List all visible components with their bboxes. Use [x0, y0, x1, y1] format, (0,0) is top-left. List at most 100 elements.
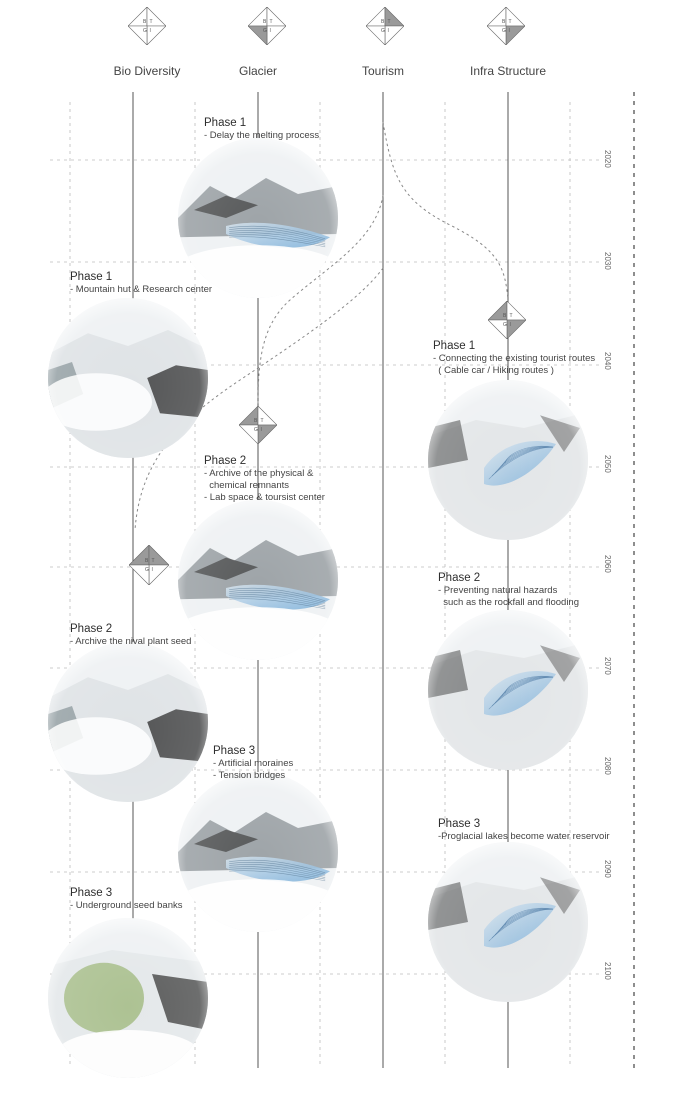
diamond-letter: T — [510, 313, 513, 319]
phase-title: Phase 3 — [438, 818, 481, 830]
diamond-letter: I — [509, 28, 510, 34]
phase-note-glacier-2: Phase 2- Archive of the physical & chemi… — [204, 455, 325, 504]
diamond-letter: I — [261, 427, 262, 433]
phase-description-line: chemical remnants — [204, 480, 290, 491]
phase-note-infra-3: Phase 3-Proglacial lakes become water re… — [438, 818, 610, 843]
diamond-letter: G — [263, 28, 267, 34]
year-label: 2020 — [603, 150, 612, 168]
phase-description-line: - Archive of the physical & — [204, 468, 314, 479]
phase-description-line: - Preventing natural hazards — [438, 585, 558, 596]
phase-description-line: -Proglacial lakes become water reservoir — [438, 831, 610, 842]
diamond-quadrant — [128, 25, 148, 45]
phase-title: Phase 2 — [438, 572, 481, 584]
diamond-letter: T — [261, 418, 264, 424]
phase-description-line: - Tension bridges — [213, 770, 286, 781]
diamond-letter: I — [510, 322, 511, 328]
glacier-phase-3-vignette — [178, 772, 338, 932]
phase-note-infra-2: Phase 2- Preventing natural hazards such… — [438, 572, 579, 609]
diamond-quadrant — [366, 25, 386, 45]
diamond-quadrant — [239, 424, 259, 444]
diamond-letter: B — [143, 19, 147, 25]
bio-phase-1-vignette — [48, 298, 208, 458]
diamond-letter: G — [503, 322, 507, 328]
diamond-letter: T — [509, 19, 512, 25]
phase-note-glacier-1: Phase 1- Delay the melting process — [204, 117, 319, 142]
infra-phase-3-vignette — [428, 842, 588, 1002]
phase-note-bio-2: Phase 2- Archive the nival plant seed — [70, 623, 191, 648]
phase-title: Phase 1 — [70, 271, 113, 283]
diamond-letter: G — [502, 28, 506, 34]
infra-phase-2-vignette — [428, 610, 588, 770]
infra-phase-1-vignette — [428, 380, 588, 540]
year-label: 2070 — [603, 657, 612, 675]
phase-title: Phase 3 — [70, 887, 113, 899]
diamond-letter: B — [145, 558, 149, 564]
diamond-letter: T — [150, 19, 153, 25]
phase-description-line: - Archive the nival plant seed — [70, 636, 192, 647]
diamond-letter: G — [254, 427, 258, 433]
diamond-quadrant — [488, 319, 508, 339]
year-label: 2080 — [603, 757, 612, 775]
phase-note-infra-1: Phase 1- Connecting the existing tourist… — [433, 340, 595, 377]
bio-phase-2-vignette — [48, 642, 208, 802]
bio-phase-3-vignette — [48, 918, 208, 1078]
diamond-letter: I — [388, 28, 389, 34]
diamond-quadrant — [248, 25, 268, 45]
diamond-quadrant — [129, 564, 150, 585]
diamond-letter: B — [503, 313, 507, 319]
glacier-phase-1-vignette — [178, 138, 338, 298]
column-title-infra-structure: Infra Structure — [469, 64, 547, 78]
phase-description-line: - Mountain hut & Research center — [70, 284, 213, 295]
phase-title: Phase 2 — [204, 455, 247, 467]
diamond-letter: I — [270, 28, 271, 34]
phase-description-line: - Underground seed banks — [70, 900, 183, 911]
phase-note-bio-3: Phase 3- Underground seed banks — [70, 887, 183, 912]
year-label: 2050 — [603, 455, 612, 473]
phase-note-bio-1: Phase 1- Mountain hut & Research center — [70, 271, 212, 296]
phase-description-line: - Connecting the existing tourist routes — [433, 353, 596, 364]
diamond-letter: B — [263, 19, 267, 25]
connector-tourism-to-bio — [134, 267, 384, 531]
phase-description-line: - Lab space & toursist center — [204, 492, 325, 503]
diamond-letter: G — [143, 28, 147, 34]
diamond-letter: B — [502, 19, 506, 25]
diamond-letter: T — [270, 19, 273, 25]
diamond-letter: I — [152, 567, 153, 573]
connector-tourism-to-glacier — [257, 194, 384, 406]
phase-description-line: - Delay the melting process — [204, 130, 320, 141]
column-title-tourism: Tourism — [361, 64, 405, 78]
column-title-glacier: Glacier — [238, 64, 278, 78]
year-label: 2090 — [603, 860, 612, 878]
connector-tourism-to-infra — [382, 121, 509, 301]
diamond-letter: T — [388, 19, 391, 25]
diamond-quadrant — [487, 25, 507, 45]
diamond-letter: T — [152, 558, 155, 564]
year-label: 2060 — [603, 555, 612, 573]
phase-description-line: - Artificial moraines — [213, 758, 294, 769]
phase-title: Phase 1 — [433, 340, 476, 352]
phase-title: Phase 2 — [70, 623, 113, 635]
glacier-phase-2-vignette — [178, 500, 338, 660]
diamond-letter: I — [150, 28, 151, 34]
diamond-letter: B — [254, 418, 258, 424]
phase-description-line: such as the rockfall and flooding — [438, 597, 580, 608]
diamond-letter: G — [145, 567, 149, 573]
phase-title: Phase 1 — [204, 117, 247, 129]
diamond-letter: G — [381, 28, 385, 34]
column-title-bio-diversity: Bio Diversity — [113, 64, 181, 78]
year-label: 2030 — [603, 252, 612, 270]
phase-description-line: ( Cable car / Hiking routes ) — [433, 365, 554, 376]
diamond-letter: B — [381, 19, 385, 25]
year-label: 2040 — [603, 352, 612, 370]
phase-note-glacier-3: Phase 3- Artificial moraines- Tension br… — [213, 745, 293, 782]
phase-title: Phase 3 — [213, 745, 256, 757]
year-label: 2100 — [603, 962, 612, 980]
